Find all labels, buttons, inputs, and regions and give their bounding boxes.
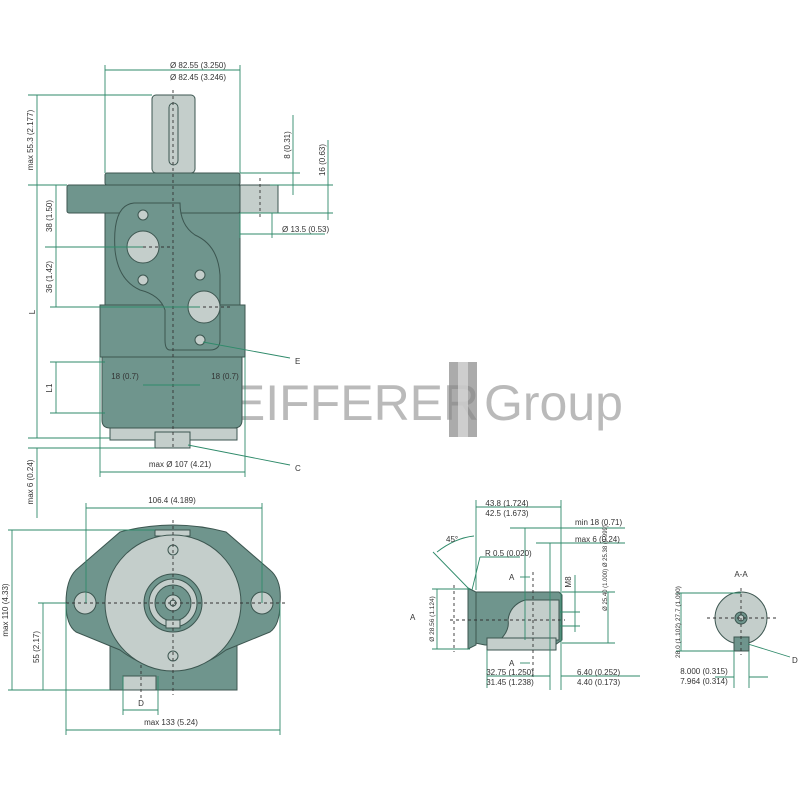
- flange-dia-min: Ø 82.45 (3.246): [170, 73, 226, 82]
- bottom-max: max 6 (0.24): [26, 459, 35, 504]
- shaft-key: [486, 637, 557, 651]
- angle-45: 45°: [446, 535, 458, 544]
- min-18: min 18 (0.71): [575, 518, 622, 527]
- shaft: [151, 94, 196, 174]
- section-a-bottom: A: [509, 659, 515, 668]
- watermark-right: Group: [484, 375, 623, 431]
- section-height: 28.0 (1.102) 27.7 (1.090): [675, 586, 682, 658]
- len-min: 42.5 (1.673): [485, 509, 528, 518]
- label-d: D: [138, 699, 144, 708]
- label-e: E: [295, 357, 300, 366]
- length-l: L: [28, 309, 37, 314]
- center-height: 55 (2.17): [32, 631, 41, 663]
- bottom-view: 106.4 (4.189) max 110 (4.33) 55 (2.17) D…: [1, 496, 288, 735]
- thread-m8: M8: [564, 576, 573, 588]
- length-l1: L1: [45, 383, 54, 392]
- offset-right: 18 (0.7): [211, 372, 239, 381]
- dim-16: 16 (0.63): [318, 144, 327, 176]
- width-max: max 133 (5.24): [144, 718, 198, 727]
- label-c: C: [295, 464, 301, 473]
- dim-8: 8 (0.31): [283, 131, 292, 159]
- len-max: 43.8 (1.724): [485, 499, 528, 508]
- height-max: max 110 (4.33): [1, 583, 10, 637]
- key-len-max: 32.75 (1.250): [486, 668, 534, 677]
- dim-36: 36 (1.42): [45, 261, 54, 293]
- section-a-top: A: [509, 573, 515, 582]
- radius: R 0.5 (0.020): [485, 549, 532, 558]
- end-min: 4.40 (0.173): [577, 678, 620, 687]
- hole-spacing: 106.4 (4.189): [148, 496, 196, 505]
- key-width-max: 8.000 (0.315): [680, 667, 728, 676]
- key-width-min: 7.964 (0.314): [680, 677, 728, 686]
- section-title: A-A: [734, 570, 748, 579]
- key-len-min: 31.45 (1.238): [486, 678, 534, 687]
- key-section: [733, 636, 750, 652]
- end-max: 6.40 (0.252): [577, 668, 620, 677]
- drain-port-c: [154, 431, 191, 449]
- section-aa: A-A 28.0 (1.102) 27.7 (1.090) 8.000 (0.3…: [675, 570, 798, 688]
- dim-38: 38 (1.50): [45, 200, 54, 232]
- view-a: A: [410, 613, 416, 622]
- body-dia: max Ø 107 (4.21): [149, 460, 212, 469]
- hole-dia: Ø 13.5 (0.53): [282, 225, 329, 234]
- label-d-section: D: [792, 656, 798, 665]
- shaft-length: max 55.3 (2.177): [26, 109, 35, 170]
- flange-dia-max: Ø 82.55 (3.250): [170, 61, 226, 70]
- collar-dia: Ø 28.56 (1.124): [429, 596, 436, 642]
- side-view: Ø 82.55 (3.250) Ø 82.45 (3.246) max 55.3…: [26, 61, 333, 518]
- shaft-detail: 43.8 (1.724) 42.5 (1.673) min 18 (0.71) …: [410, 499, 640, 690]
- offset-left: 18 (0.7): [111, 372, 139, 381]
- shaft-dia: Ø 25.40 (1.000) Ø 25.38 (0.999): [603, 525, 609, 611]
- max-6: max 6 (0.24): [575, 535, 620, 544]
